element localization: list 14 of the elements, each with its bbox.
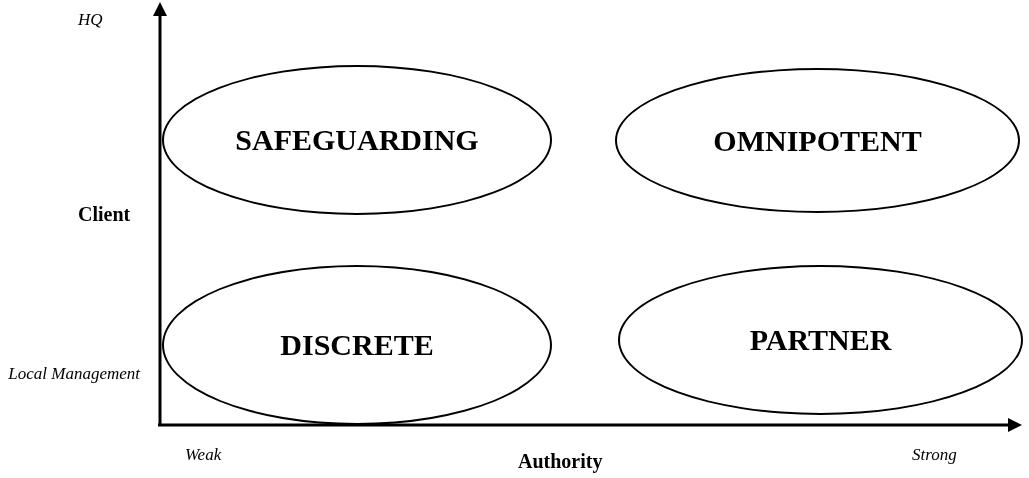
quadrant-ellipse [615, 68, 1020, 213]
axis-end-label: HQ [78, 10, 103, 30]
quadrant-ellipse [618, 265, 1023, 415]
quadrant-title: PARTNER [749, 323, 892, 357]
axis-end-label: Strong [912, 445, 957, 465]
quadrant-title: OMNIPOTENT [713, 123, 922, 158]
axis-title: Authority [518, 450, 603, 473]
quadrant-title: SAFEGUARDING [235, 123, 479, 157]
quadrant-ellipse [162, 65, 552, 215]
quadrant-title: DISCRETE [280, 328, 434, 362]
axis-title: Client [78, 203, 131, 226]
quadrant-ellipse [162, 265, 552, 425]
axis-end-label: Weak [185, 445, 222, 465]
axis-end-label: Local Management [7, 363, 140, 385]
